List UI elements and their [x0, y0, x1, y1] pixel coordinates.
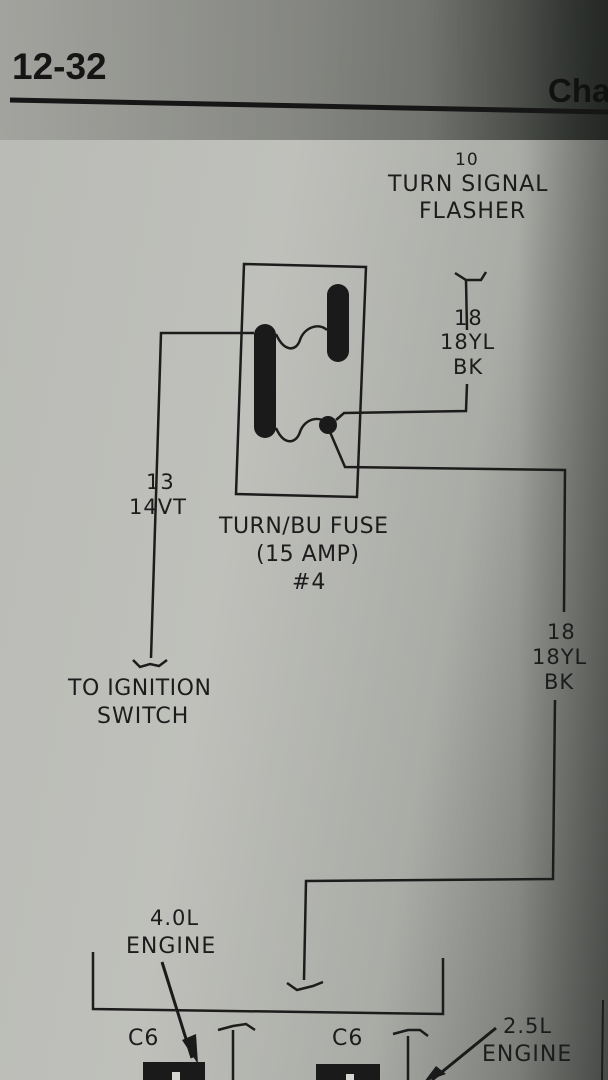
fuse-element-lower	[274, 417, 329, 443]
fuse-name: TURN/BU FUSE	[219, 514, 389, 539]
page-edge-line	[601, 999, 604, 1080]
flasher-name-line2: FLASHER	[419, 199, 527, 224]
c6-2-5l-terminal	[392, 1028, 429, 1080]
c6-connector-2-5l-cavity	[330, 1074, 368, 1080]
engine-option-bracket	[91, 952, 445, 1016]
engine-2-5l-line2: ENGINE	[482, 1042, 573, 1067]
wire-flasher-feed-upper	[464, 279, 469, 331]
wire-engine-feed-upper	[328, 431, 567, 613]
ignition-label-line2: SWITCH	[97, 704, 190, 729]
ignition-label-line1: TO IGNITION	[68, 676, 212, 701]
engine-wire-code: 18YL	[532, 645, 588, 669]
c6-connector-4-0l-body	[143, 1062, 205, 1080]
c6-4-0l-terminal	[217, 1022, 256, 1080]
c6-connector-4-0l-cavity	[156, 1072, 194, 1080]
engine-wire-color: BK	[544, 670, 575, 694]
chapter-title-fragment: Cha	[548, 72, 608, 109]
flasher-connector-terminal	[454, 271, 488, 282]
fuse-number: #4	[292, 570, 327, 595]
engine-2-5l-line1: 2.5L	[503, 1014, 553, 1038]
c6-connector-2-5l-body	[316, 1064, 380, 1080]
flasher-name-line1: TURN SIGNAL	[388, 172, 549, 197]
c6-connector-4-0l-label: C6	[128, 1026, 160, 1051]
ignition-wire-circuit: 13	[146, 470, 175, 494]
fuse-rating: (15 AMP)	[256, 542, 360, 567]
engine-wire-circuit: 18	[547, 620, 576, 644]
arrow-4-0l-head	[182, 1034, 198, 1064]
engine-4-0l-line2: ENGINE	[126, 934, 217, 959]
engine-connector-terminal	[286, 980, 324, 992]
flasher-wire-circuit: 18	[454, 306, 483, 330]
fuse-block-outline	[234, 262, 368, 499]
wire-flasher-feed	[335, 383, 469, 421]
fuse-bus-bar-left	[254, 324, 276, 438]
page-number: 12-32	[12, 46, 107, 87]
wire-engine-feed-lower	[302, 699, 557, 981]
header-rule	[9, 97, 608, 115]
flasher-id-label: 10	[455, 150, 479, 170]
flasher-wire-code: 18YL	[440, 330, 496, 354]
c6-connector-2-5l-label: C6	[332, 1026, 364, 1051]
fuse-terminal-upper	[327, 284, 349, 362]
fuse-element-upper	[274, 325, 328, 350]
arrow-2-5l-head	[425, 1066, 446, 1080]
engine-4-0l-line1: 4.0L	[150, 906, 200, 930]
splice-dot	[319, 416, 337, 434]
wire-ignition-feed	[149, 331, 254, 659]
flasher-wire-color: BK	[453, 355, 484, 379]
ignition-connector-terminal	[132, 659, 168, 669]
ignition-wire-code: 14VT	[129, 495, 187, 519]
